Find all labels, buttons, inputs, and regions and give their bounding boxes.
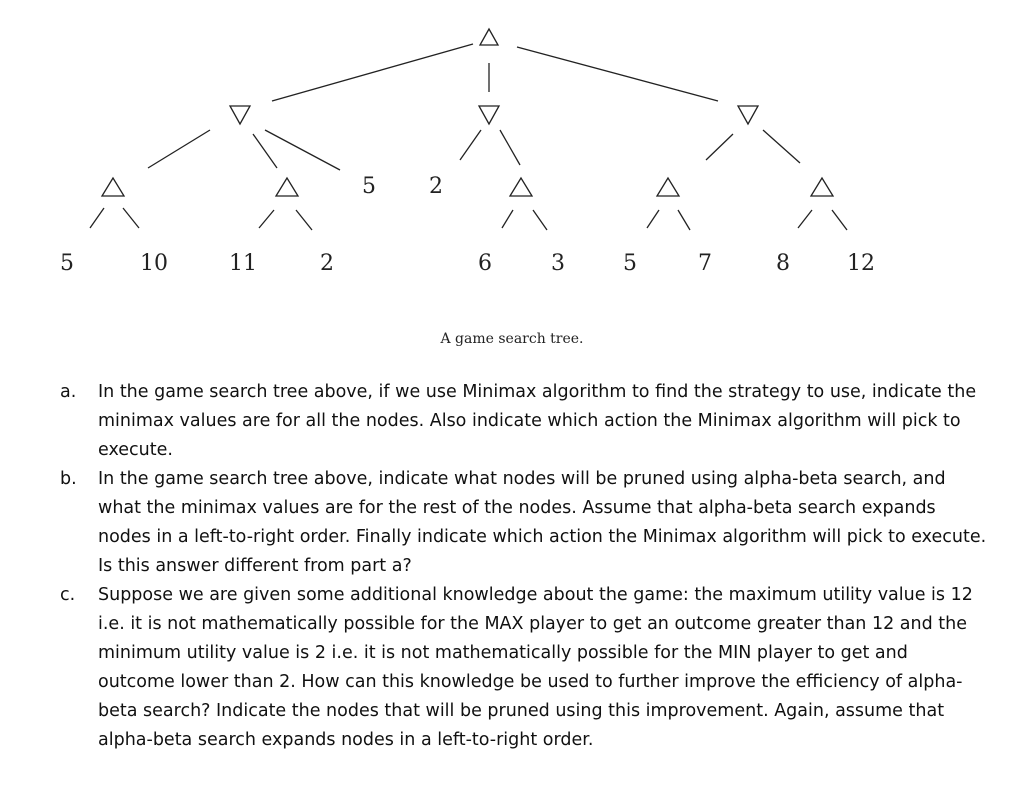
tree-edge <box>499 129 521 166</box>
figure-caption: A game search tree. <box>440 331 584 347</box>
leaf-value: 11 <box>229 251 257 276</box>
tree-edge <box>532 209 548 231</box>
min-node <box>477 105 501 126</box>
question-item: a. In the game search tree above, if we … <box>60 378 990 465</box>
max-node-root <box>478 27 500 46</box>
tree-edge <box>705 133 734 161</box>
tree-edge <box>516 46 719 102</box>
tree-edge <box>797 209 813 229</box>
leaf-value: 7 <box>698 251 712 276</box>
tree-edge <box>762 129 801 164</box>
leaf-value: 6 <box>478 251 492 276</box>
leaf-value: 12 <box>847 251 875 276</box>
game-tree-diagram: 5 10 11 2 5 2 6 3 5 7 8 12 <box>60 27 875 276</box>
leaf-value: 2 <box>429 174 443 199</box>
max-node <box>508 176 534 197</box>
tree-edge <box>271 43 474 102</box>
question-list: a. In the game search tree above, if we … <box>60 378 990 755</box>
leaf-value: 3 <box>551 251 565 276</box>
tree-edge <box>258 209 275 229</box>
tree-edge <box>122 207 140 229</box>
tree-edge <box>677 209 691 231</box>
tree-edge <box>89 207 105 229</box>
tree-edge <box>295 209 313 231</box>
question-text: In the game search tree above, indicate … <box>98 469 987 576</box>
question-text: Suppose we are given some additional kno… <box>98 585 973 750</box>
question-marker: c. <box>60 585 76 605</box>
max-node <box>655 176 681 197</box>
question-text: In the game search tree above, if we use… <box>98 382 977 460</box>
tree-edge <box>459 129 482 161</box>
leaf-value: 5 <box>623 251 637 276</box>
question-marker: a. <box>60 382 77 402</box>
max-node <box>274 176 300 197</box>
min-node <box>228 105 252 126</box>
leaf-value: 5 <box>362 174 376 199</box>
tree-edge <box>264 129 341 171</box>
leaf-value: 8 <box>776 251 790 276</box>
leaf-value: 2 <box>320 251 334 276</box>
tree-edge <box>831 209 848 231</box>
question-item: c. Suppose we are given some additional … <box>60 581 990 755</box>
question-marker: b. <box>60 469 77 489</box>
tree-edge <box>646 209 660 229</box>
max-node <box>809 176 835 197</box>
question-item: b. In the game search tree above, indica… <box>60 465 990 581</box>
max-node <box>100 176 126 197</box>
tree-edge <box>147 129 211 169</box>
leaf-value: 5 <box>60 251 74 276</box>
tree-edge <box>252 133 278 169</box>
leaf-value: 10 <box>140 251 168 276</box>
tree-edge <box>501 209 514 229</box>
min-node <box>736 105 760 126</box>
